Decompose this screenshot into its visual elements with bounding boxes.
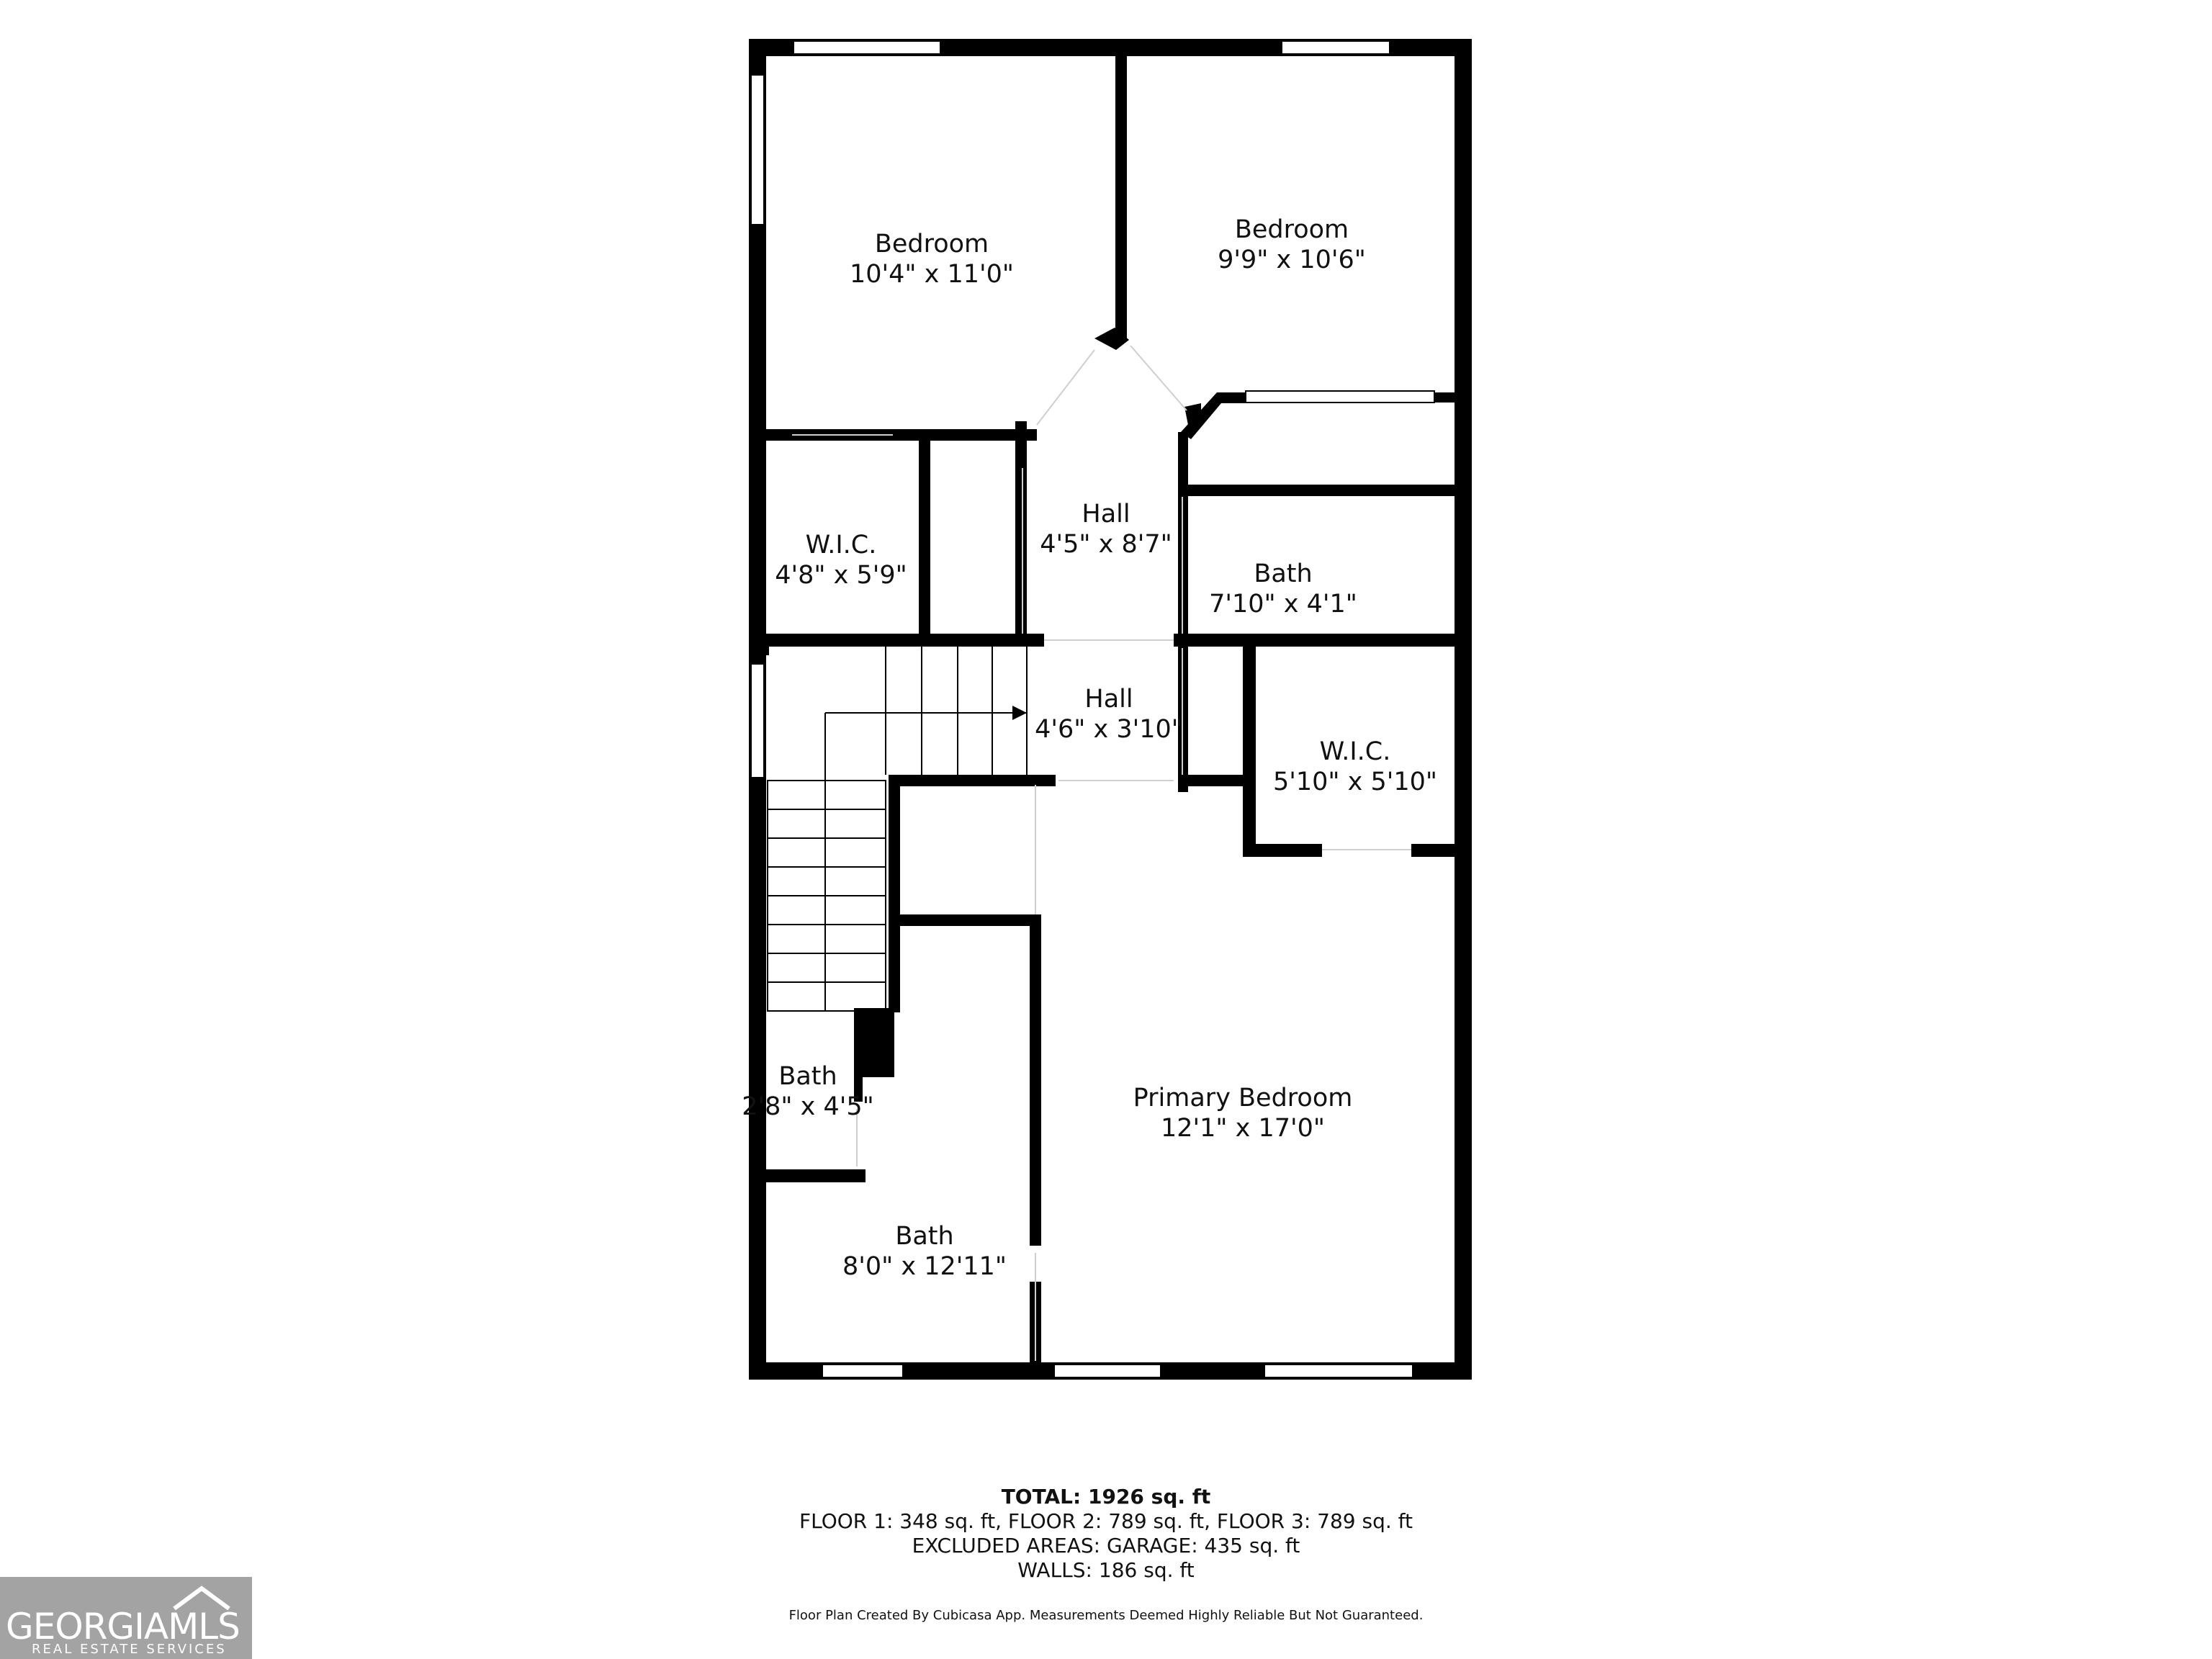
room-labels: Bedroom 10'4" x 11'0" Bedroom 9'9" x 10'… bbox=[742, 215, 1437, 1281]
windows bbox=[750, 40, 1435, 1378]
room-name-bath-east: Bath bbox=[1254, 559, 1312, 588]
room-name-hall-upper: Hall bbox=[1082, 500, 1130, 529]
room-dims-bath-east: 7'10" x 4'1" bbox=[1209, 590, 1357, 619]
room-dims-wic-west: 4'8" x 5'9" bbox=[775, 561, 907, 590]
room-dims-primary-bedroom: 12'1" x 17'0" bbox=[1161, 1114, 1325, 1143]
room-name-primary-bedroom: Primary Bedroom bbox=[1133, 1084, 1353, 1112]
door-openings bbox=[792, 345, 1411, 1361]
floor-areas: FLOOR 1: 348 sq. ft, FLOOR 2: 789 sq. ft… bbox=[799, 1509, 1413, 1533]
logo-name: GEORGIAMLS bbox=[6, 1606, 240, 1647]
georgiamls-logo: GEORGIAMLS REAL ESTATE SERVICES bbox=[0, 1577, 252, 1659]
room-dims-bedroom-nw: 10'4" x 11'0" bbox=[850, 260, 1014, 289]
stairs bbox=[767, 647, 1028, 1012]
room-dims-bath-main: 8'0" x 12'11" bbox=[842, 1252, 1007, 1281]
room-name-bath-small: Bath bbox=[778, 1062, 837, 1091]
room-name-bedroom-nw: Bedroom bbox=[875, 230, 989, 258]
roof-icon bbox=[173, 1586, 230, 1611]
room-name-wic-west: W.I.C. bbox=[806, 531, 877, 559]
wall-area: WALLS: 186 sq. ft bbox=[1017, 1558, 1195, 1582]
room-name-bedroom-ne: Bedroom bbox=[1235, 215, 1349, 244]
logo-subtitle: REAL ESTATE SERVICES bbox=[32, 1642, 227, 1657]
excluded-areas: EXCLUDED AREAS: GARAGE: 435 sq. ft bbox=[912, 1534, 1300, 1557]
room-dims-wic-east: 5'10" x 5'10" bbox=[1273, 768, 1437, 796]
room-dims-hall-lower: 4'6" x 3'10" bbox=[1035, 715, 1183, 744]
room-name-hall-lower: Hall bbox=[1084, 685, 1133, 714]
disclaimer: Floor Plan Created By Cubicasa App. Meas… bbox=[788, 1608, 1424, 1623]
total-area: TOTAL: 1926 sq. ft bbox=[1001, 1485, 1211, 1509]
room-name-wic-east: W.I.C. bbox=[1320, 737, 1391, 766]
stair-arrow-icon bbox=[1012, 706, 1027, 720]
room-dims-bedroom-ne: 9'9" x 10'6" bbox=[1218, 246, 1366, 274]
room-dims-bath-small: 2'8" x 4'5" bbox=[742, 1092, 873, 1121]
room-name-bath-main: Bath bbox=[895, 1222, 953, 1251]
area-summary: TOTAL: 1926 sq. ft FLOOR 1: 348 sq. ft, … bbox=[0, 1485, 2212, 1583]
room-dims-hall-upper: 4'5" x 8'7" bbox=[1040, 530, 1172, 559]
